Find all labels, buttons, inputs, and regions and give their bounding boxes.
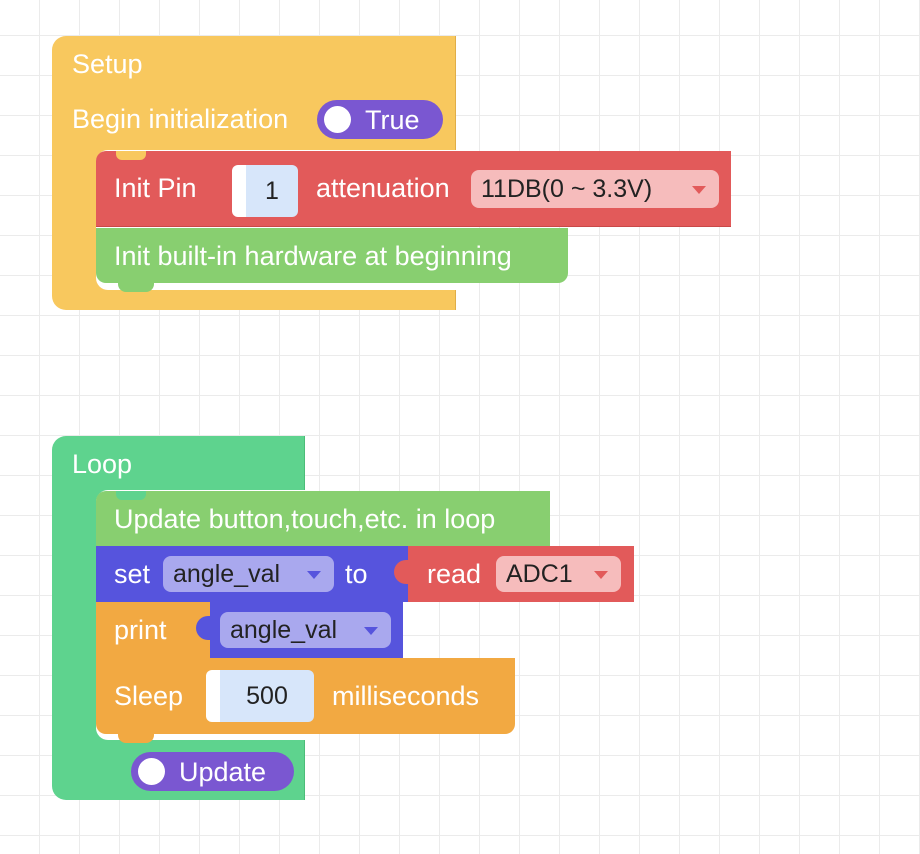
- adc-source-value: ADC1: [506, 560, 573, 588]
- pin-value-input[interactable]: 1: [246, 165, 298, 217]
- update-inputs-block[interactable]: Update button,touch,etc. in loop: [96, 491, 550, 546]
- begin-initialization-toggle[interactable]: True: [317, 100, 443, 139]
- sleep-value: 500: [246, 682, 288, 710]
- block-bottom-notch: [118, 282, 154, 292]
- init-pin-label: Init Pin: [114, 173, 197, 203]
- adc-source-dropdown[interactable]: ADC1: [496, 556, 621, 592]
- chevron-down-icon: [364, 627, 378, 635]
- setup-label: Setup: [72, 49, 143, 79]
- attenuation-dropdown[interactable]: 11DB(0 ~ 3.3V): [471, 170, 719, 208]
- to-label: to: [345, 559, 368, 589]
- print-block[interactable]: print: [96, 602, 210, 658]
- attenuation-value: 11DB(0 ~ 3.3V): [481, 175, 653, 203]
- block-notch: [116, 151, 146, 160]
- set-variable-value: angle_val: [173, 560, 281, 588]
- init-hardware-label: Init built-in hardware at beginning: [114, 241, 512, 271]
- chevron-down-icon: [594, 571, 608, 579]
- set-variable-block[interactable]: set angle_val to: [96, 546, 408, 602]
- value-socket-tab: [196, 616, 210, 640]
- toggle-label: Update: [179, 757, 267, 787]
- sleep-value-socket: [206, 670, 220, 722]
- print-variable-block[interactable]: angle_val: [196, 602, 403, 658]
- toggle-knob: [138, 758, 165, 785]
- set-variable-dropdown[interactable]: angle_val: [163, 556, 334, 592]
- block-bottom-notch: [118, 733, 154, 743]
- read-adc-block[interactable]: read ADC1: [394, 546, 634, 602]
- chevron-down-icon: [307, 571, 321, 579]
- value-socket-tab: [394, 560, 408, 584]
- set-label: set: [114, 559, 151, 589]
- sleep-block[interactable]: Sleep 500 milliseconds: [96, 658, 515, 734]
- read-label: read: [427, 559, 482, 589]
- pin-socket: [232, 165, 246, 217]
- update-inputs-label: Update button,touch,etc. in loop: [114, 504, 496, 534]
- toggle-label: True: [365, 105, 420, 135]
- attenuation-label: attenuation: [316, 173, 450, 203]
- pin-value: 1: [265, 177, 279, 205]
- loop-label: Loop: [72, 449, 133, 479]
- init-hardware-block[interactable]: Init built-in hardware at beginning: [96, 228, 568, 283]
- sleep-value-input[interactable]: 500: [220, 670, 314, 722]
- print-variable-dropdown[interactable]: angle_val: [220, 612, 391, 648]
- init-pin-block[interactable]: Init Pin 1 attenuation 11DB(0 ~ 3.3V): [96, 151, 731, 227]
- block-notch: [116, 491, 146, 500]
- chevron-down-icon: [692, 186, 706, 194]
- loop-update-toggle[interactable]: Update: [131, 752, 294, 791]
- begin-initialization-label: Begin initialization: [72, 104, 289, 134]
- print-label: print: [114, 615, 167, 645]
- sleep-label: Sleep: [114, 681, 184, 711]
- print-variable-value: angle_val: [230, 616, 338, 644]
- milliseconds-label: milliseconds: [332, 681, 480, 711]
- toggle-knob: [324, 106, 351, 133]
